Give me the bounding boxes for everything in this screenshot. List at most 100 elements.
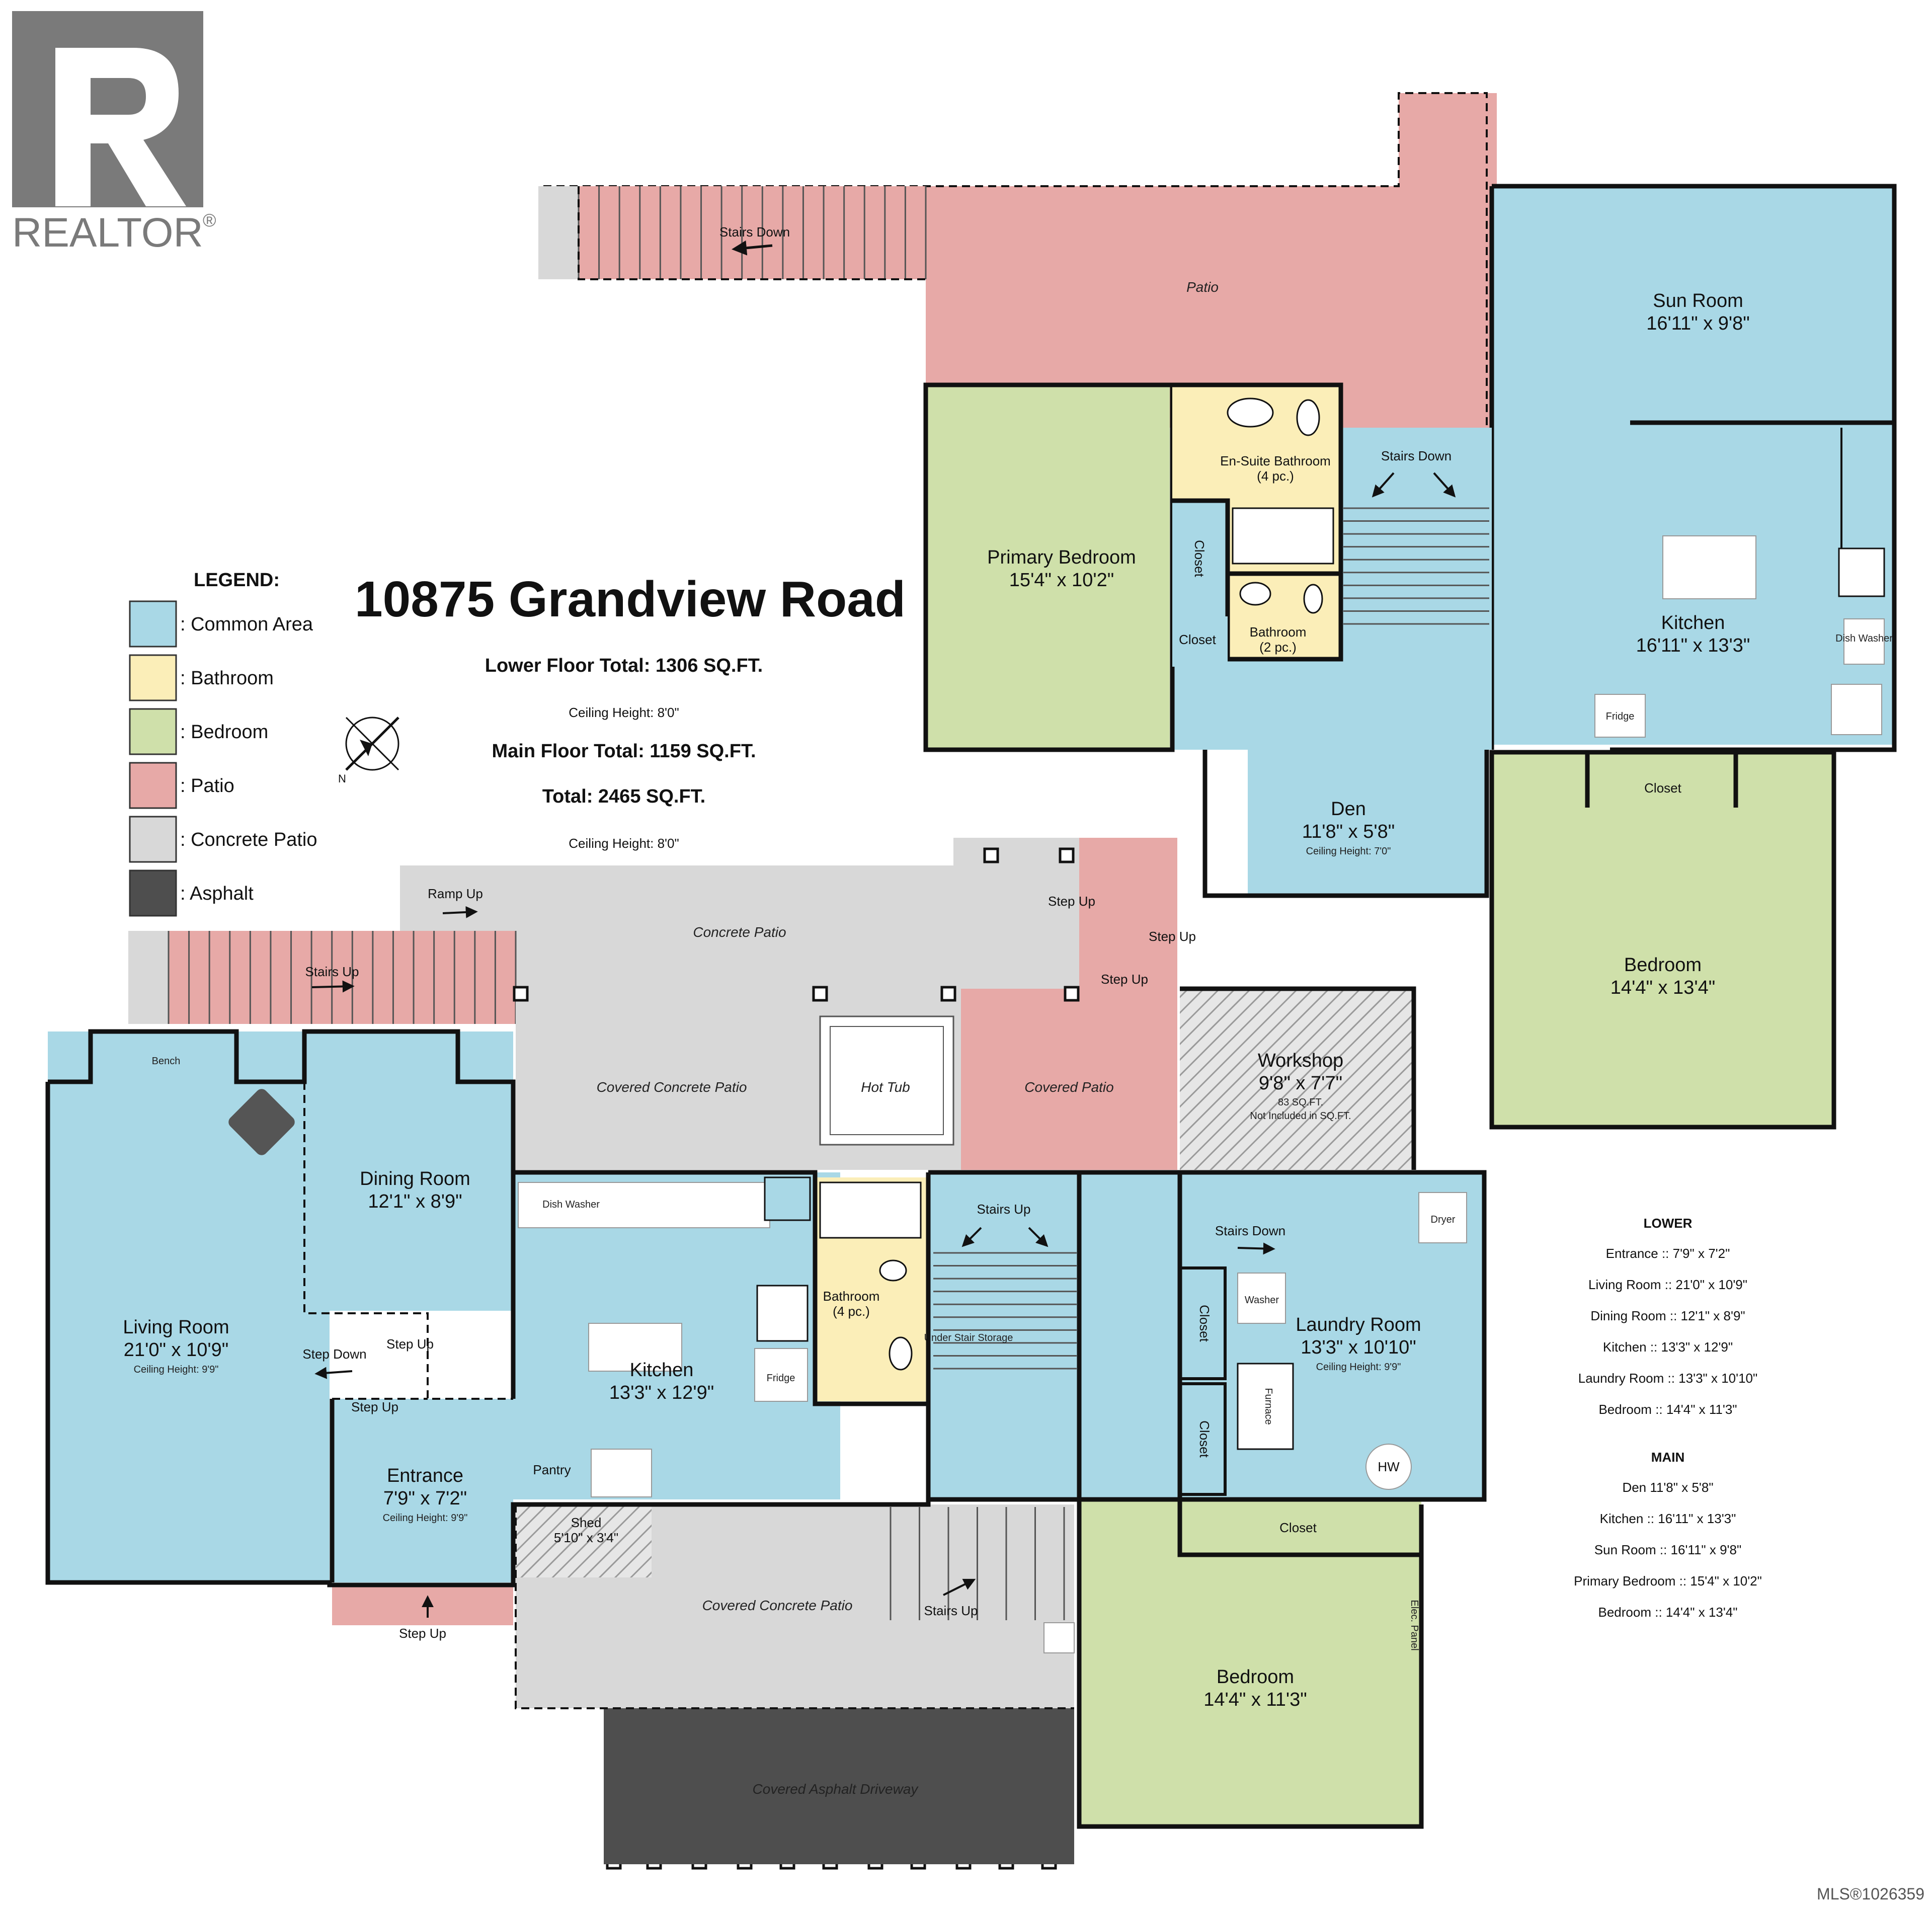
main-bedroom-name: Bedroom [1624,955,1702,976]
laundry-ceiling: Ceiling Height: 9'9" [1316,1362,1401,1373]
hw-label: HW [1378,1459,1400,1474]
covered-asphalt-driveway [604,1708,1074,1864]
main-fridge: Fridge [1606,711,1635,722]
ensuite-pc: (4 pc.) [1257,468,1294,484]
concrete-patio [516,865,953,989]
main-closet-a: Closet [1192,540,1207,577]
summary-item: Entrance :: 7'9" x 7'2" [1606,1246,1730,1261]
entrance-name: Entrance [387,1465,463,1486]
water-heater-icon [1365,1444,1412,1490]
lower-toilet-icon [879,1259,907,1282]
page-title: 10875 Grandview Road [355,571,906,627]
workshop-dims: 9'8" x 7'7" [1259,1073,1342,1094]
stairs-up-a-label: Stairs Up [305,964,359,979]
svg-text:5'10" x 3'4": 5'10" x 3'4" [554,1530,618,1545]
step-up-d-label: Step Up [399,1626,446,1641]
post-marker [983,847,999,863]
workshop-name: Workshop [1258,1050,1343,1071]
main-bedroom-dims: 14'4" x 13'4" [1611,977,1715,998]
main-kitchen-name: Kitchen [1661,612,1725,633]
legend-swatch [129,869,177,917]
legend-swatch [129,762,177,809]
living-room-name: Living Room [123,1317,229,1338]
legend-label: : Asphalt [180,883,254,904]
ramp-up-label: Ramp Up [428,886,483,901]
entrance [332,1399,513,1582]
legend-label: : Concrete Patio [180,829,317,850]
stove-icon [1838,547,1885,597]
stairs-up-c-label: Stairs Up [924,1603,978,1618]
den-name: Den [1331,799,1366,820]
post-marker [1059,847,1075,863]
main-floor-total: Main Floor Total: 1159 SQ.FT. [492,741,756,762]
covered-patio-label: Covered Patio [1024,1079,1113,1095]
post-marker [513,986,529,1002]
stairs-down-b-label: Stairs Down [1381,448,1452,463]
legend: LEGEND: : Common Area: Bathroom: Bedroom… [129,570,317,917]
compass-icon: N [338,717,399,785]
step-up-b-label: Step Up [1149,929,1196,944]
svg-text:Shed: Shed [571,1515,602,1530]
lower-kitchen-island [588,1323,682,1372]
primary-bedroom [926,385,1170,750]
lower-floor-total: Lower Floor Total: 1306 SQ.FT. [485,655,763,676]
mls-number: MLS®1026359 [1817,1885,1924,1903]
realtor-wordmark: REALTOR [12,210,203,256]
legend-label: : Bedroom [180,722,268,743]
washer-label: Washer [1245,1295,1279,1306]
post-marker [940,986,956,1002]
den-ceiling: Ceiling Height: 7'0" [1306,846,1391,857]
bench-label: Bench [152,1056,181,1067]
svg-text:N: N [338,772,346,785]
stairs-up-b-label: Stairs Up [977,1202,1031,1217]
dining-room-dims: 12'1" x 8'9" [368,1191,462,1212]
summary-item: Sun Room :: 16'11" x 9'8" [1594,1542,1741,1557]
lower-dishwasher: Dish Washer [542,1199,600,1210]
summary-item: Bedroom :: 14'4" x 11'3" [1598,1402,1737,1417]
bath2-pc: (2 pc.) [1259,640,1297,655]
den [1248,750,1487,896]
bath2-sink-icon [1239,582,1271,606]
summary-item: Primary Bedroom :: 15'4" x 10'2" [1574,1573,1762,1589]
lower-ceiling-height: Ceiling Height: 8'0" [569,705,679,720]
lower-bathroom-name: Bathroom [823,1289,880,1304]
living-room-ceiling: Ceiling Height: 9'9" [134,1364,219,1375]
summary-item: Bedroom :: 14'4" x 13'4" [1598,1605,1738,1620]
hot-tub [819,1015,954,1146]
under-stair-label: Under Stair Storage [924,1332,1013,1343]
summary-item: Laundry Room :: 13'3" x 10'10" [1578,1371,1757,1386]
stairs-down-label-lower: Stairs Down [1215,1223,1285,1238]
lower-sink-icon [889,1336,913,1371]
main-bedroom [1492,752,1834,1127]
primary-bedroom-dims: 15'4" x 10'2" [1009,570,1114,591]
lower-bedroom-dims: 14'4" x 11'3" [1203,1689,1307,1710]
step-up-c-label: Step Up [1101,972,1148,987]
lower-bathtub-icon [819,1181,922,1239]
stairs-down-label: Stairs Down [719,224,790,240]
ensuite-toilet-icon [1296,399,1320,436]
lower-hall [928,1172,1180,1499]
entrance-dims: 7'9" x 7'2" [383,1488,467,1509]
dryer-label: Dryer [1431,1214,1456,1225]
ensuite-name: En-Suite Bathroom [1220,453,1331,468]
sink-icon [1831,684,1882,735]
lower-fridge: Fridge [767,1373,795,1384]
lower-stove-icon [756,1285,809,1342]
covered-patio [961,989,1177,1170]
sun-room-dims: 16'11" x 9'8" [1646,313,1750,334]
sun-room [1492,186,1894,423]
laundry-name: Laundry Room [1296,1314,1421,1335]
summary-item: Kitchen :: 13'3" x 12'9" [1603,1339,1733,1355]
den-dims: 11'8" x 5'8" [1302,821,1395,842]
main-floor: Stairs Down Patio Sun Room 16'11" x 9'8"… [538,92,1897,1130]
bath2-name: Bathroom [1250,624,1307,640]
lower-floor: Ramp Up Concrete Patio Stairs Up Step Up… [45,838,1487,1870]
summary-item: Living Room :: 21'0" x 10'9" [1588,1277,1747,1292]
legend-label: : Patio [180,775,234,797]
post-marker [812,986,828,1002]
sun-room-name: Sun Room [1653,290,1743,311]
main-ceiling-height: Ceiling Height: 8'0" [569,836,679,851]
furnace-label: Furnace [1263,1388,1274,1424]
lower-kitchen-name: Kitchen [630,1360,694,1381]
